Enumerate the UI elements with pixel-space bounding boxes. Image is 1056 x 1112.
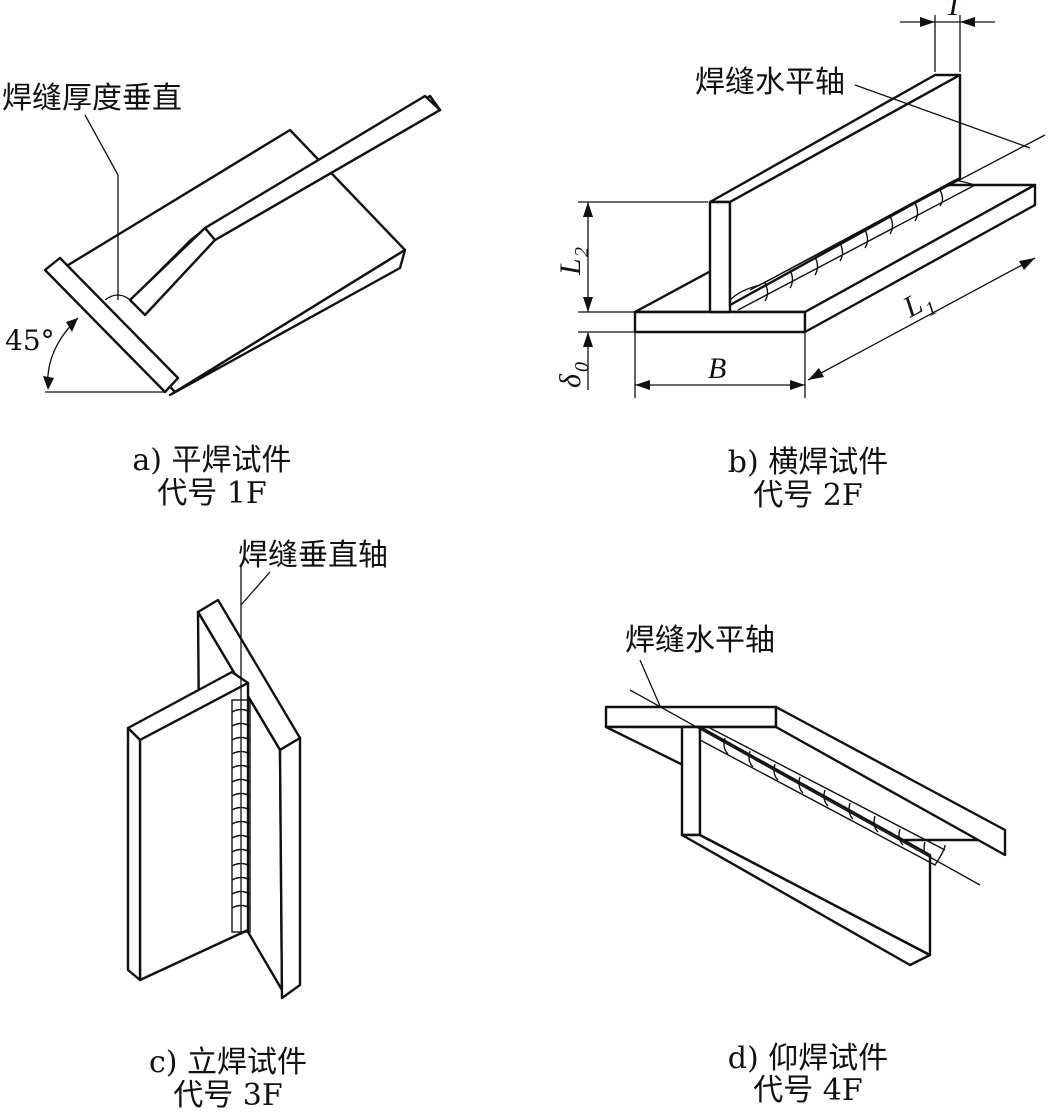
panel-b-caption: b) 横焊试件 bbox=[728, 445, 888, 480]
panel-b-code: 代号 2F bbox=[753, 478, 862, 513]
panel-b-base-side bbox=[803, 183, 1037, 334]
panel-b-delta-arrow bbox=[583, 332, 593, 347]
panel-b-dim-t: T bbox=[945, 0, 964, 22]
panel-c-code: 代号 3F bbox=[173, 1078, 282, 1112]
panel-a-angle-arrow-top bbox=[66, 318, 78, 332]
panel-c-leader-line bbox=[240, 571, 271, 606]
panel-b-dim-l2: L bbox=[554, 258, 587, 276]
panel-b-l2-arrow-bottom bbox=[583, 297, 593, 312]
panel-d-axis-line bbox=[629, 689, 981, 886]
panel-a-leader-slant bbox=[84, 114, 119, 176]
panel-d-code: 代号 4F bbox=[753, 1073, 862, 1108]
panel-b-base-front bbox=[633, 310, 807, 334]
panel-a-upper-plate-top bbox=[203, 94, 442, 242]
panel-c-label: 焊缝垂直轴 bbox=[238, 538, 388, 573]
panel-d-web-side bbox=[698, 725, 932, 957]
panel-b-b-arrow-right bbox=[790, 380, 805, 390]
panel-b-t-arrow-left bbox=[920, 17, 935, 27]
panel-d-top-plate-side bbox=[774, 705, 1007, 857]
panel-b-horizontal-fillet-weld: 焊缝水平轴 T L 2 δ 0 B bbox=[554, 0, 1046, 513]
panel-b-b-arrow-left bbox=[635, 380, 650, 390]
panel-a-angle-arrow-bottom bbox=[43, 376, 54, 390]
panel-c-caption: c) 立焊试件 bbox=[149, 1045, 307, 1080]
panel-b-l2-arrow-top bbox=[583, 202, 593, 217]
panel-a-code: 代号 1F bbox=[157, 476, 266, 511]
panel-b-dim-b: B bbox=[708, 352, 726, 385]
panel-c-vertical-fillet-weld: 焊缝垂直轴 c) 立焊试件 代号 3F bbox=[126, 538, 388, 1112]
panel-a-back-plate bbox=[58, 128, 407, 394]
panel-d-overhead-fillet-weld: 焊缝水平轴 d) 仰焊试件 代号 4F bbox=[604, 623, 1007, 1108]
panel-b-web-front bbox=[708, 200, 732, 314]
panel-c-front-plate-side bbox=[126, 726, 142, 982]
panel-d-weld-bead bbox=[699, 726, 946, 866]
panel-b-l1-arrow-left bbox=[808, 368, 824, 380]
panel-a-label: 焊缝厚度垂直 bbox=[2, 81, 182, 116]
panel-d-label: 焊缝水平轴 bbox=[625, 623, 775, 658]
panel-a-back-plate-edge bbox=[168, 248, 407, 397]
panel-a-front-plate bbox=[43, 256, 180, 394]
panel-b-leader-line bbox=[854, 84, 1031, 149]
panel-d-leader-line bbox=[639, 659, 661, 707]
panel-b-weld-ripples bbox=[764, 189, 944, 302]
panel-b-dim-delta0-sub: 0 bbox=[571, 362, 593, 372]
panel-b-axis-line bbox=[749, 134, 1046, 291]
panel-a-caption: a) 平焊试件 bbox=[132, 443, 291, 478]
panel-a-flat-fillet-weld: 焊缝厚度垂直 45° a) 平焊试件 代号 1F bbox=[2, 81, 442, 511]
panel-b-weld-bead bbox=[729, 179, 976, 311]
panel-a-angle-label: 45° bbox=[5, 324, 55, 357]
panel-b-l1-arrow-right bbox=[1019, 258, 1035, 270]
panel-d-web-front bbox=[680, 725, 702, 837]
panel-b-dim-l2-sub: 2 bbox=[571, 247, 593, 257]
panel-d-caption: d) 仰焊试件 bbox=[728, 1041, 888, 1076]
panel-b-l1-dim-line bbox=[807, 257, 1036, 381]
panel-b-web-side bbox=[728, 73, 962, 307]
panel-c-back-plate-side bbox=[278, 736, 302, 1000]
panel-b-dim-delta0: δ bbox=[554, 373, 587, 388]
panel-b-t-arrow-right bbox=[960, 17, 975, 27]
panel-b-label: 焊缝水平轴 bbox=[695, 65, 845, 100]
panel-a-weld-fillet bbox=[104, 227, 206, 301]
